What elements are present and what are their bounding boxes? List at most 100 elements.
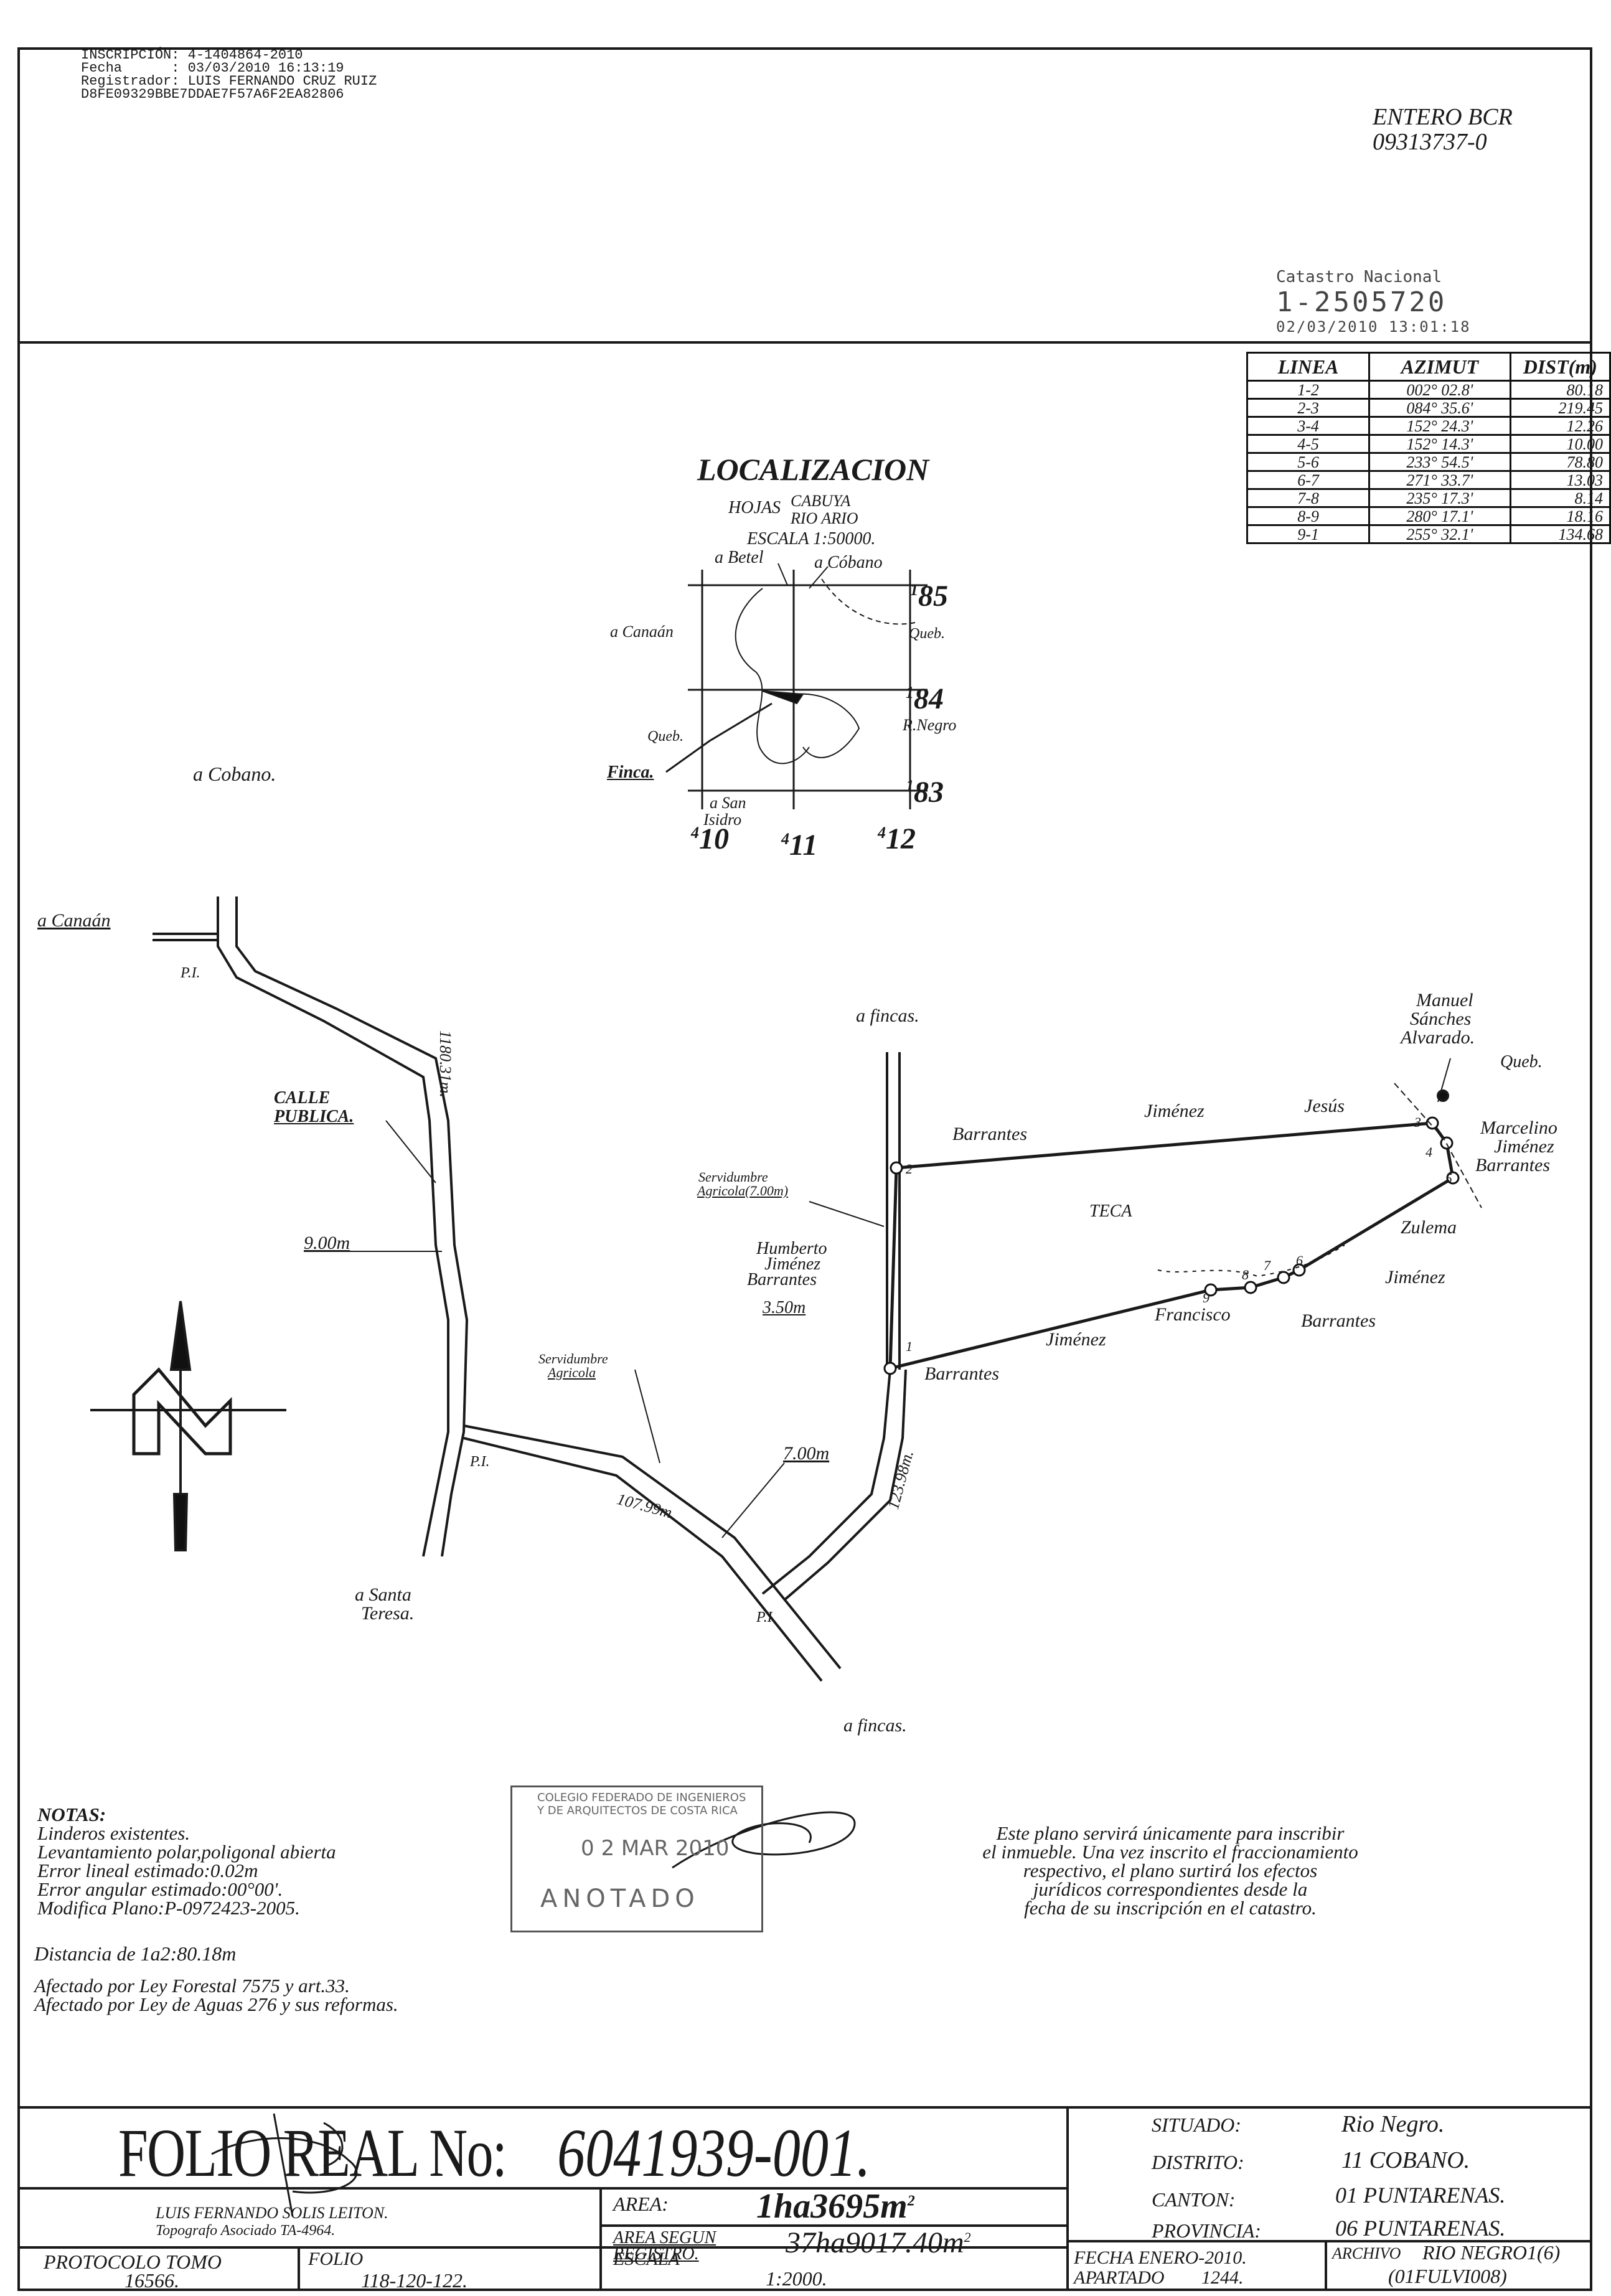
label-humberto-1: Humberto: [756, 1239, 827, 1258]
label-a-cobano: a Cobano.: [193, 763, 276, 785]
road-calle-publica: [153, 896, 907, 1682]
note-line: Levantamiento polar,poligonal abierta: [37, 1841, 336, 1863]
area-label: AREA:: [613, 2193, 669, 2215]
folio-real-label: FOLIO REAL No:: [118, 2115, 507, 2191]
fecha-value: : 03/03/2010 16:13:19: [171, 60, 344, 76]
label-marcelino-2: Jiménez: [1494, 1136, 1554, 1157]
label-dist-1180: 1180.31m.: [436, 1030, 454, 1098]
folio-small-value: 118-120-122.: [361, 2269, 467, 2292]
label-pi-3: P.I.: [756, 1609, 776, 1626]
label-pi-1: P.I.: [181, 965, 200, 981]
localizacion-escala: ESCALA 1:50000.: [747, 529, 876, 548]
north-arrow-icon: [90, 1301, 286, 1551]
loc-finca: Finca.: [607, 763, 654, 782]
label-manuel-3: Alvarado.: [1401, 1027, 1475, 1048]
linea-cell: 2-3: [1246, 398, 1371, 418]
label-humberto-3: Barrantes: [747, 1270, 817, 1289]
localizacion-title: LOCALIZACION: [697, 452, 929, 487]
catastro-title: Catastro Nacional: [1276, 268, 1442, 286]
topografo-name: LUIS FERNANDO SOLIS LEITON.: [156, 2204, 388, 2222]
stamp-seal: COLEGIO FEDERADO DE INGENIEROS Y DE ARQU…: [510, 1786, 763, 1932]
label-a-fincas-bottom: a fincas.: [843, 1715, 907, 1736]
vertex-label-4: 4: [1425, 1144, 1432, 1160]
label-a-fincas-top: a fincas.: [856, 1005, 919, 1026]
azimut-cell: 152° 24.3': [1368, 416, 1511, 436]
page-frame: [17, 47, 1592, 2291]
distancia-note: Distancia de 1a2:80.18m: [34, 1942, 237, 1965]
provincia-value: 06 PUNTARENAS.: [1335, 2216, 1506, 2241]
afectado-aguas: Afectado por Ley de Aguas 276 y sus refo…: [34, 1993, 398, 2015]
grid-10: 410: [691, 822, 729, 855]
document-hash: D8FE09329BBE7DDAE7F57A6F2EA82806: [81, 87, 344, 102]
linea-cell: 1-2: [1246, 380, 1371, 400]
stamp-anotado: ANOTADO: [540, 1884, 700, 1913]
statement-line: respectivo, el plano surtirá los efectos: [1023, 1860, 1318, 1881]
grid-12: 412: [878, 822, 916, 855]
fecha-label: Fecha: [81, 60, 123, 76]
azimut-cell: 084° 35.6': [1368, 398, 1511, 418]
vertex-label-2: 2: [906, 1161, 913, 1177]
dist-cell: 12.26: [1509, 416, 1611, 436]
servidumbre-agricola: [886, 1052, 901, 1370]
distrito-label: DISTRITO:: [1152, 2151, 1244, 2173]
dist-cell: 13.03: [1509, 470, 1611, 490]
label-marcelino-1: Marcelino: [1480, 1117, 1557, 1138]
dist-cell: 8.14: [1509, 488, 1611, 508]
label-teca: TECA: [1089, 1202, 1132, 1221]
label-manuel-1: Manuel: [1416, 990, 1473, 1010]
azimut-cell: 271° 33.7': [1368, 470, 1511, 490]
label-jimenez-top: Jiménez: [1144, 1101, 1205, 1121]
col-azimut: AZIMUT: [1368, 352, 1511, 382]
label-pi-2: P.I.: [470, 1454, 490, 1470]
dist-cell: 10.00: [1509, 434, 1611, 454]
dist-cell: 80.18: [1509, 380, 1611, 400]
label-jesus: Jesús: [1304, 1096, 1345, 1116]
note-line: Linderos existentes.: [37, 1822, 190, 1844]
escala-value: 1:2000.: [766, 2267, 827, 2290]
azimut-cell: 233° 54.5': [1368, 452, 1511, 472]
note-line: Error angular estimado:00°00'.: [37, 1878, 283, 1900]
label-jimenez-right: Jiménez: [1385, 1267, 1445, 1287]
provincia-label: PROVINCIA:: [1152, 2219, 1261, 2242]
linea-cell: 4-5: [1246, 434, 1371, 454]
azimut-cell: 255° 32.1': [1368, 524, 1511, 544]
archivo-label: ARCHIVO: [1332, 2244, 1401, 2262]
catastro-block: Catastro Nacional 1-2505720 02/03/2010 1…: [1276, 268, 1471, 336]
loc-rnegro: R.Negro: [903, 716, 957, 734]
linea-cell: 5-6: [1246, 452, 1371, 472]
note-line: Error lineal estimado:0.02m: [37, 1860, 258, 1881]
area-value: 1ha3695m2: [756, 2187, 915, 2226]
folio-real-number: 6041939-001.: [557, 2115, 871, 2191]
dist-cell: 219.45: [1509, 398, 1611, 418]
label-serv1-1: Servidumbre: [698, 1169, 768, 1185]
distrito-value: 11 COBANO.: [1341, 2147, 1470, 2173]
stamp-date: 0 2 MAR 2010: [581, 1836, 730, 1861]
label-barrantes-bottom: Barrantes: [924, 1363, 999, 1384]
protocolo-value: 16566.: [124, 2269, 179, 2292]
azimut-cell: 280° 17.1': [1368, 506, 1511, 526]
entero-title: ENTERO BCR: [1373, 104, 1513, 130]
entero-number: 09313737-0: [1373, 129, 1487, 155]
label-a-canaan: a Canaán: [37, 910, 111, 931]
label-manuel-2: Sánches: [1410, 1009, 1472, 1029]
situado-value: Rio Negro.: [1341, 2111, 1445, 2137]
statement-line: Este plano servirá únicamente para inscr…: [996, 1822, 1345, 1844]
canton-label: CANTON:: [1152, 2188, 1236, 2211]
grid-83: 183: [906, 776, 944, 809]
stamp-line2: Y DE ARQUITECTOS DE COSTA RICA: [537, 1804, 738, 1817]
afectado-forestal: Afectado por Ley Forestal 7575 y art.33.: [34, 1975, 350, 1997]
catastro-number: 1-2505720: [1276, 286, 1447, 318]
registrador-label: Registrador:: [81, 73, 180, 89]
vertex-label-9: 9: [1203, 1290, 1209, 1306]
topografo-role: Topografo Asociado TA-4964.: [156, 2223, 336, 2239]
linea-cell: 9-1: [1246, 524, 1371, 544]
registrador-value: LUIS FERNANDO CRUZ RUIZ: [187, 73, 377, 89]
